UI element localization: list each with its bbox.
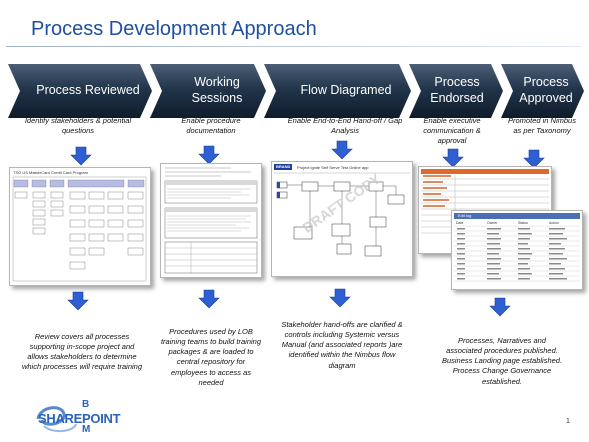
down-arrow-icon: [67, 291, 89, 311]
edit-log-thumbnail: Edit log Date Owner Status Action: [451, 210, 583, 290]
edit-log-columns: Date Owner Status Action: [456, 221, 580, 225]
chevron-process-endorsed: [409, 64, 503, 118]
procedure-document-thumbnail: [160, 163, 262, 278]
swimlane-diagram: [12, 176, 147, 282]
edit-log-column: Action: [549, 221, 559, 225]
page-number: 1: [566, 418, 570, 425]
stage-label-process-endorsed: Process Endorsed: [430, 75, 484, 105]
process-chevron-band: [8, 64, 584, 118]
edit-log-column: Status: [518, 221, 528, 225]
edit-log-header-bar: [454, 213, 580, 219]
down-arrow-icon: [329, 288, 351, 308]
down-arrow-icon: [331, 140, 353, 160]
flow-diagram-graph: DRAFT COPY: [274, 170, 410, 257]
flow-diagram-header: Project ignite Self Serve Test Online ap…: [297, 165, 369, 170]
edit-log-column: Date: [456, 221, 464, 225]
caption-bottom-process-endorsed: Processes, Narratives and associated pro…: [441, 336, 563, 386]
caption-bottom-process-reviewed: Review covers all processes supporting i…: [21, 332, 143, 372]
caption-top-process-endorsed: Enable executive communication & approva…: [423, 116, 481, 146]
caption-top-process-approved: Promoted in Nimbus as per Taxonomy: [508, 116, 576, 136]
logo-letter-m: M: [82, 424, 91, 435]
down-arrow-icon: [70, 146, 92, 166]
procedure-document-page: [164, 167, 258, 274]
caption-bottom-working-sessions: Procedures used by LOB training teams to…: [160, 327, 262, 387]
down-arrow-icon: [198, 289, 220, 309]
edit-log-rows: [454, 225, 580, 282]
stage-label-flow-diagramed: Flow Diagramed: [300, 83, 392, 98]
chevron-process-reviewed: [8, 64, 152, 118]
flow-diagram-thumbnail: BRAND Project ignite Self Serve Test Onl…: [271, 161, 413, 277]
caption-top-process-reviewed: Identify stakeholders & potential questi…: [24, 116, 132, 136]
sharepoint-bpm-logo: SHAREPOINT B P M: [34, 399, 126, 436]
edit-log-header: Edit log: [458, 213, 472, 218]
down-arrow-icon: [489, 297, 511, 317]
caption-bottom-flow-diagramed: Stakeholder hand-offs are clarified & co…: [281, 320, 403, 370]
process-map-title: TSO US MasterCard Credit Card Program: [13, 170, 88, 175]
down-arrow-icon: [523, 149, 545, 169]
title-underline: [6, 46, 581, 47]
down-arrow-icon: [442, 148, 464, 168]
stage-label-process-reviewed: Process Reviewed: [36, 83, 140, 98]
caption-top-flow-diagramed: Enable End-to-End Hand-off / Gap Analysi…: [287, 116, 403, 136]
stage-label-working-sessions: Working Sessions: [191, 75, 243, 105]
chevron-process-approved: [501, 64, 584, 118]
process-map-thumbnail: TSO US MasterCard Credit Card Program: [9, 167, 151, 286]
edit-log-column: Owner: [487, 221, 498, 225]
caption-top-working-sessions: Enable procedure documentation: [181, 116, 241, 136]
chevron-flow-diagramed: [264, 64, 411, 118]
chevron-working-sessions: [150, 64, 266, 118]
flow-diagram-logo: BRAND: [274, 164, 293, 170]
logo-text: SHAREPOINT: [38, 411, 121, 426]
logo-letter-b: B: [82, 399, 90, 410]
page-title: Process Development Approach: [31, 18, 317, 40]
down-arrow-icon: [198, 145, 220, 165]
stage-label-process-approved: Process Approved: [519, 75, 573, 105]
logo-swirl: [36, 406, 77, 432]
